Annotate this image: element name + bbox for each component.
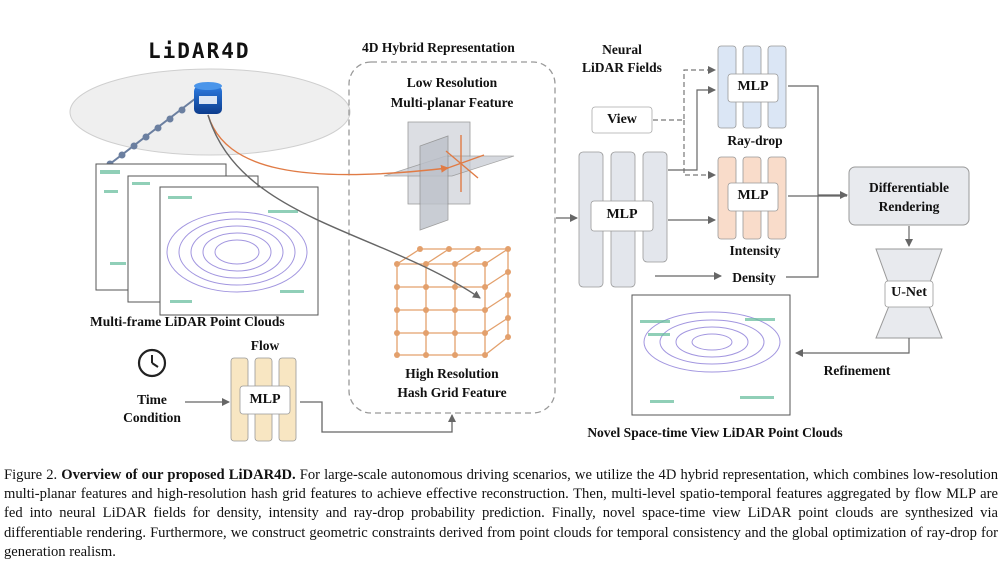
raydrop-mlp-label: MLP (737, 79, 769, 94)
differentiable-rendering-box (848, 166, 970, 226)
refinement-label: Refinement (823, 363, 891, 378)
flow-to-grid-arrow (300, 401, 456, 433)
flow-label: Flow (250, 338, 280, 353)
time-condition-label-line2: Condition (123, 410, 181, 425)
point-clouds-label: Multi-frame LiDAR Point Clouds (90, 314, 285, 329)
figure-diagram (69, 45, 970, 442)
caption-prefix: Figure 2. (4, 467, 58, 483)
multi-planar-feature-icon (383, 121, 515, 231)
unet-label: U-Net (891, 285, 927, 300)
differentiable-rendering-label-line2: Rendering (878, 199, 940, 214)
neural-fields-label-line1: Neural (602, 42, 642, 57)
high-resolution-label-line2: Hash Grid Feature (397, 385, 507, 400)
differentiable-rendering-label-line1: Differentiable (869, 180, 949, 195)
hybrid-representation-box (348, 61, 556, 414)
raydrop-label: Ray-drop (727, 133, 783, 148)
neural-mlp-block (578, 151, 668, 288)
neural-fields-label-line2: LiDAR Fields (582, 60, 662, 75)
view-to-raydrop-arrow (653, 66, 716, 121)
intensity-mlp-label: MLP (737, 188, 769, 203)
raydrop-mlp-block (717, 45, 787, 129)
novel-view-label: Novel Space-time View LiDAR Point Clouds (587, 425, 843, 440)
unet-to-output-arrow (795, 338, 910, 357)
intensity-label: Intensity (729, 243, 781, 258)
neural-mlp-label: MLP (606, 207, 638, 222)
point-cloud-frames (95, 163, 319, 316)
overview-figure: LiDAR4D 4D Hybrid Representation Low Res… (69, 39, 970, 442)
neural-to-raydrop-arrow (668, 86, 716, 171)
lidar-sensor-icon (194, 82, 222, 114)
low-resolution-label-line1: Low Resolution (406, 75, 498, 90)
flow-mlp-label: MLP (249, 392, 281, 407)
caption-bold-title: Overview of our proposed LiDAR4D. (61, 467, 296, 483)
high-resolution-label-line1: High Resolution (405, 366, 499, 381)
clock-icon (137, 348, 167, 378)
view-box (591, 106, 653, 134)
caption-text: For large-scale autonomous driving scena… (4, 467, 998, 560)
hybrid-representation-title: 4D Hybrid Representation (362, 40, 515, 55)
view-label: View (607, 112, 637, 127)
time-condition-label-line1: Time (137, 392, 167, 407)
novel-view-point-cloud (631, 294, 791, 416)
sensor-to-grid-arrow (207, 114, 481, 299)
low-resolution-label-line2: Multi-planar Feature (390, 95, 514, 110)
hash-grid-nodes (394, 246, 511, 358)
view-to-intensity-arrow (683, 120, 716, 179)
flow-mlp-block (230, 357, 297, 442)
unet-block (875, 248, 943, 339)
raydrop-to-render-arrow (788, 85, 848, 199)
brand-title: LiDAR4D (148, 39, 251, 63)
density-to-render-arrow (786, 196, 819, 278)
sensor-to-planes-arrow (207, 114, 449, 176)
density-label: Density (732, 270, 776, 285)
intensity-mlp-block (717, 156, 787, 240)
figure-caption: Figure 2. Overview of our proposed LiDAR… (4, 466, 998, 562)
